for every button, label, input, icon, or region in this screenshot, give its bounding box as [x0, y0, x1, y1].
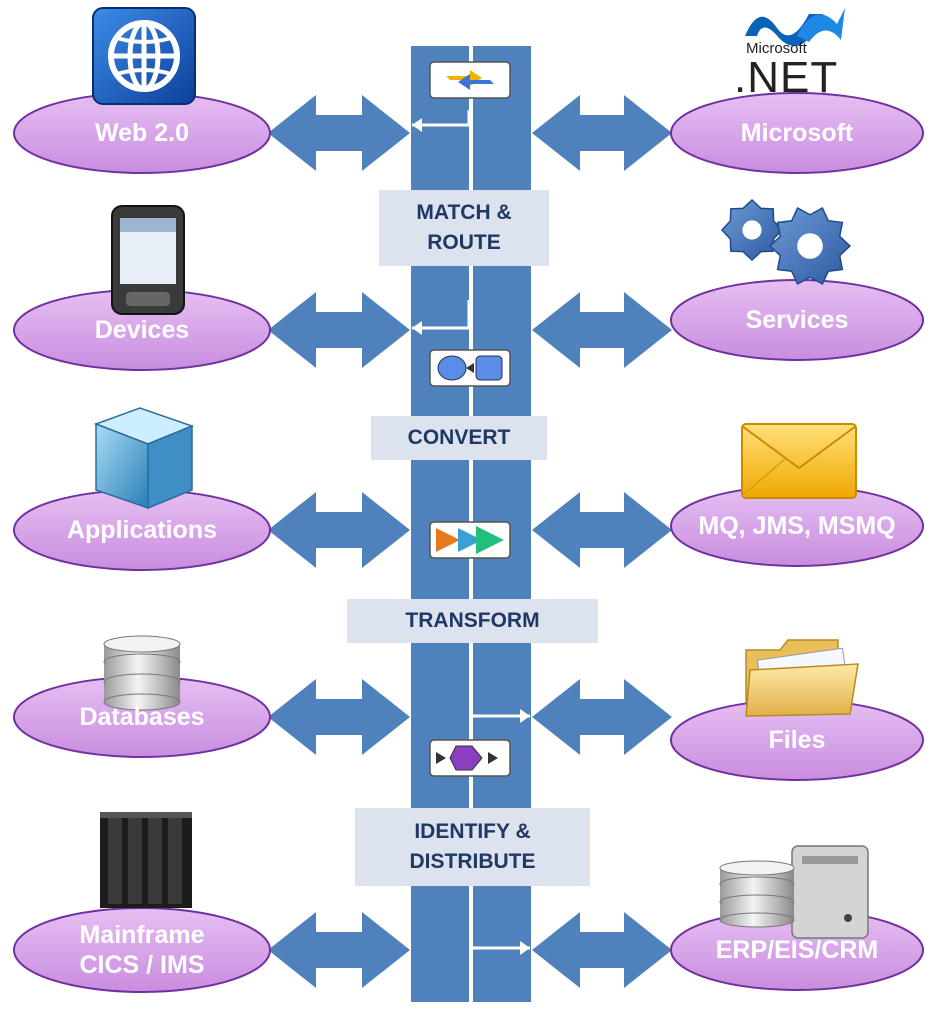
convert-flow-arrow	[412, 300, 471, 335]
database-icon	[103, 635, 181, 711]
right-node-label: Files	[768, 726, 826, 754]
smartphone-icon	[111, 205, 185, 315]
right-node-label: Services	[745, 306, 849, 334]
right-node-label: Microsoft	[740, 119, 854, 147]
right-node-label: MQ, JMS, MSMQ	[698, 512, 896, 540]
connector-right-arrow	[532, 912, 672, 988]
transform-icon	[429, 521, 511, 559]
right-node-ellipse	[670, 92, 924, 174]
connector-left-arrow	[268, 292, 410, 368]
dotnet-logo: Microsoft .NET	[734, 40, 839, 102]
left-node-label: Applications	[66, 516, 217, 544]
left-node-label: Devices	[94, 316, 190, 344]
stage-label: CONVERT	[371, 416, 547, 460]
folder-icon	[745, 639, 859, 717]
connector-right-arrow	[532, 492, 672, 568]
distribute-flow-arrow	[469, 660, 530, 723]
gears-icon	[720, 198, 852, 286]
mainframe-server-icon	[100, 812, 192, 908]
route-icon	[429, 61, 511, 99]
connector-right-arrow	[532, 292, 672, 368]
envelope-icon	[741, 423, 857, 499]
convert-icon	[429, 349, 511, 387]
distribute-icon	[429, 739, 511, 777]
stage-label: MATCH & ROUTE	[379, 190, 549, 266]
distribute-flow-arrow-lower	[469, 880, 530, 955]
connector-left-arrow	[268, 492, 410, 568]
stage-label: IDENTIFY & DISTRIBUTE	[355, 808, 590, 886]
globe-icon	[92, 7, 196, 105]
connector-left-arrow	[268, 912, 410, 988]
left-node-label: Web 2.0	[94, 119, 190, 147]
cube-icon	[93, 407, 195, 510]
left-node-label: Databases	[79, 703, 205, 731]
connector-left-arrow	[268, 679, 410, 755]
route-flow-arrow	[412, 110, 471, 132]
connector-left-arrow	[268, 95, 410, 171]
server-database-icon	[719, 845, 869, 939]
connector-right-arrow	[532, 679, 672, 755]
stage-label: TRANSFORM	[347, 599, 598, 643]
connector-right-arrow	[532, 95, 672, 171]
dotnet-wave-icon	[745, 8, 845, 46]
right-node-label: ERP/EIS/CRM	[715, 936, 879, 964]
left-node-label: Mainframe CICS / IMS	[79, 921, 205, 979]
